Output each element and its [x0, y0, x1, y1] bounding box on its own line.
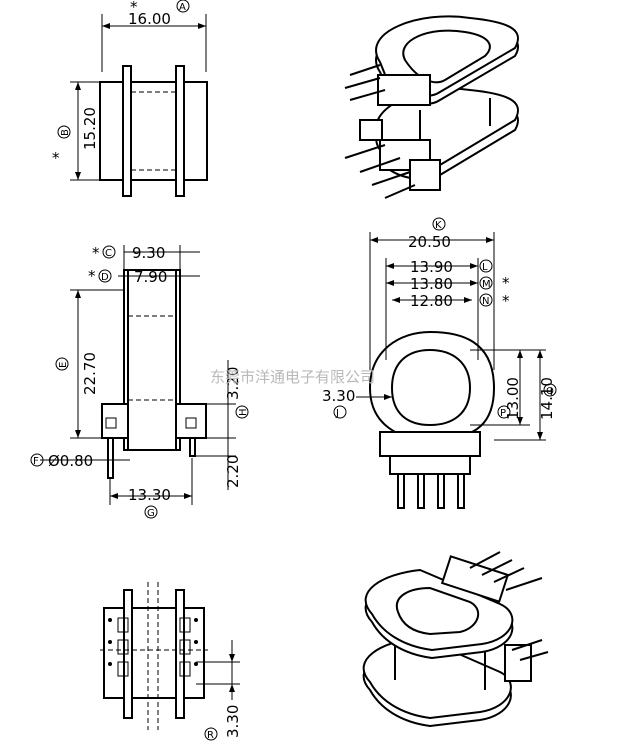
- dim-height-15-20: 15.20: [81, 107, 99, 150]
- dim-height-22-70: 22.70: [81, 352, 99, 395]
- side-view-top-left: * 16.00 A 15.20 * B: [52, 0, 208, 197]
- dim-h2: 14.10: [538, 377, 556, 420]
- mark-f: F: [33, 456, 39, 467]
- dim-width-16: 16.00: [128, 10, 171, 28]
- mark-q: Q: [546, 386, 554, 397]
- top-view: 20.50 K 13.90 L * 13.80 M 12.80 N * 3.30…: [322, 217, 557, 509]
- mark-b: B: [60, 129, 71, 136]
- bottom-view: 3.30 R: [100, 582, 242, 741]
- dim-core-width: 7.90: [134, 268, 167, 286]
- mark-r: R: [207, 730, 214, 741]
- mark-j: J: [335, 408, 339, 419]
- critical-star: *: [502, 274, 510, 292]
- critical-star: *: [92, 244, 100, 262]
- mark-c: C: [105, 248, 112, 259]
- dim-w3: 12.80: [410, 292, 453, 310]
- dim-pin-span: 13.30: [128, 486, 171, 504]
- isometric-view-top-right: [344, 15, 519, 199]
- dim-w2: 13.80: [410, 275, 453, 293]
- critical-star: *: [130, 0, 138, 16]
- mark-p: P: [500, 408, 506, 419]
- dim-h1: 13.00: [504, 377, 522, 420]
- company-watermark: 东莞市洋通电子有限公司: [210, 368, 375, 386]
- dim-base-height: 3.20: [224, 367, 242, 400]
- isometric-view-bottom-right: [362, 551, 549, 728]
- dim-w1: 13.90: [410, 258, 453, 276]
- critical-star: *: [502, 292, 510, 310]
- critical-star: *: [88, 267, 96, 285]
- dim-flange-width: 9.30: [132, 244, 165, 262]
- mark-k: K: [435, 220, 442, 231]
- mark-l: L: [482, 262, 488, 273]
- mark-e: E: [58, 362, 69, 368]
- mark-h: H: [238, 408, 249, 416]
- mark-d: D: [101, 272, 109, 283]
- mark-n: N: [482, 296, 489, 307]
- critical-star: *: [52, 149, 60, 167]
- dim-overall-width: 20.50: [408, 233, 451, 251]
- dim-pin-diameter: Ø0.80: [48, 452, 93, 470]
- front-view: 9.30 * C 7.90 * D 22.70 E F Ø0.80 13.30 …: [30, 244, 249, 519]
- mark-g: G: [147, 508, 155, 519]
- dim-pin-pitch: 3.30: [224, 705, 242, 738]
- mark-m: M: [482, 279, 491, 290]
- dim-pin-length: 2.20: [224, 455, 242, 488]
- mark-a: A: [179, 2, 186, 13]
- dim-offset: 3.30: [322, 387, 355, 405]
